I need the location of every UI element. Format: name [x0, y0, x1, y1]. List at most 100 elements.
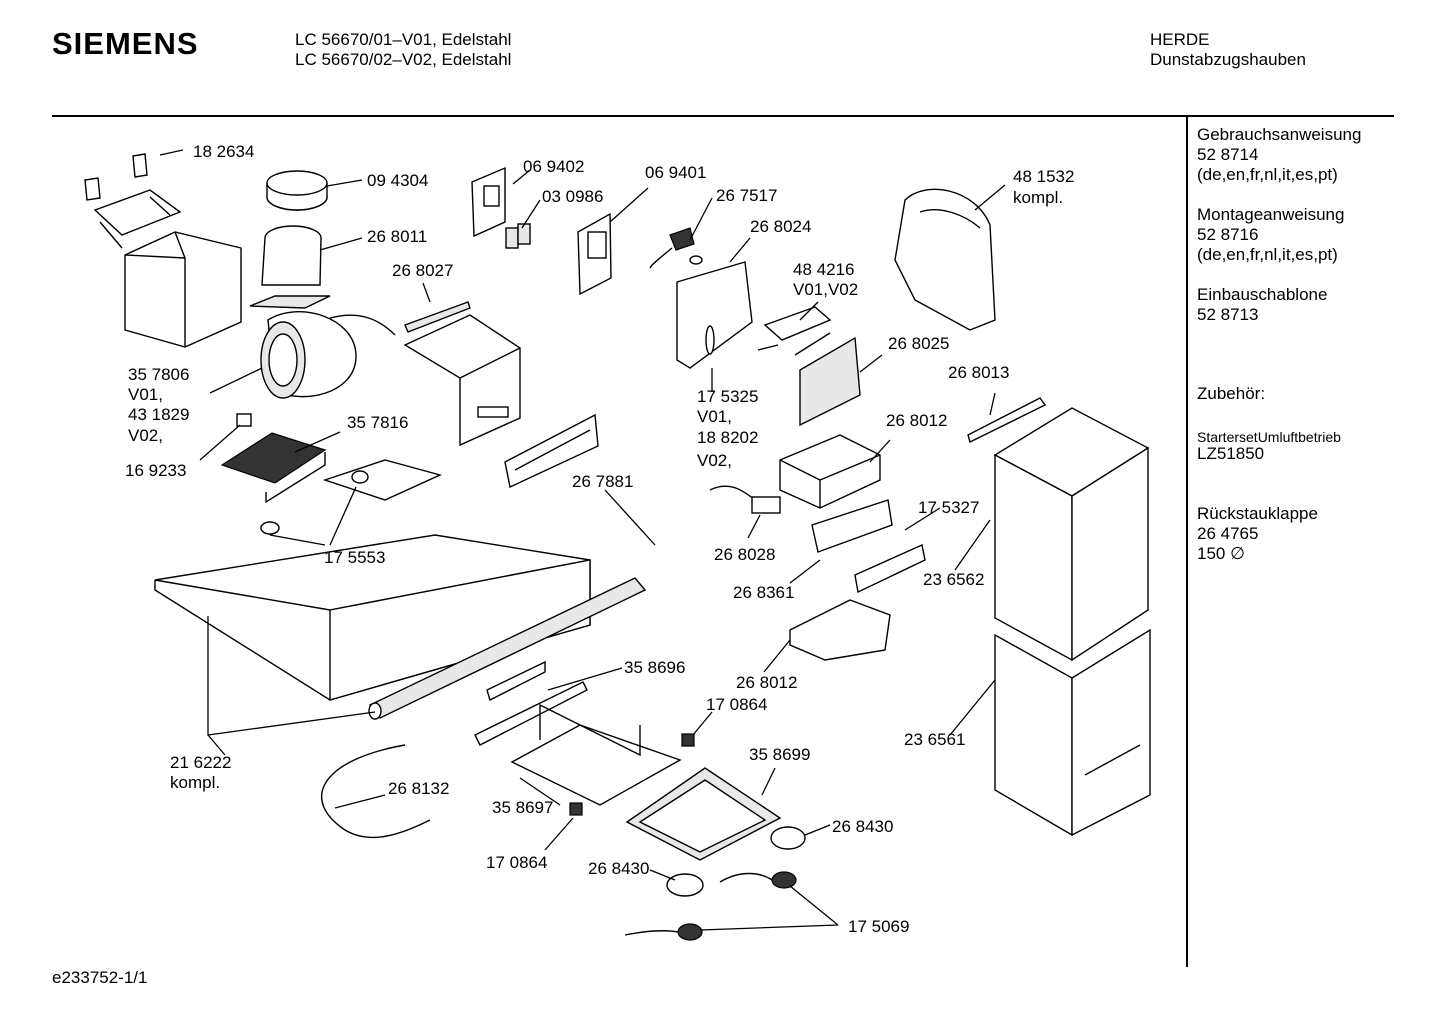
part-label: 26 8430	[832, 817, 893, 836]
brand-logo: SIEMENS	[52, 26, 199, 61]
model-line-2: LC 56670/02–V02, Edelstahl	[295, 50, 512, 69]
filter-tray-part	[625, 767, 782, 861]
part-label: kompl.	[170, 773, 220, 792]
button-panel-part	[811, 499, 926, 594]
part-label: V02,	[697, 451, 732, 470]
part-label: 48 4216	[793, 260, 854, 279]
gebrauch-number: 52 8714	[1197, 145, 1259, 164]
cable-part	[320, 744, 431, 838]
support-strip-part	[403, 301, 521, 447]
lower-chimney-part	[994, 628, 1151, 837]
part-label: 43 1829	[128, 405, 189, 424]
cable-harness-part	[709, 485, 781, 514]
clip-part-a	[681, 733, 695, 747]
frame-part	[474, 660, 682, 806]
montage-title: Montageanweisung	[1197, 205, 1345, 224]
schablone-number: 52 8713	[1197, 305, 1259, 324]
electronic-box-part	[779, 434, 881, 509]
tray-part	[789, 599, 891, 661]
part-label: 06 9402	[523, 157, 584, 176]
relay-board-part	[471, 166, 506, 238]
part-label: 17 5325	[697, 387, 758, 406]
part-label: 26 8012	[736, 673, 797, 692]
transformer-part	[757, 306, 832, 356]
part-label: 35 7816	[347, 413, 408, 432]
part-label: 26 7517	[716, 186, 777, 205]
schablone-title: Einbauschablone	[1197, 285, 1328, 304]
part-label: 26 8012	[886, 411, 947, 430]
zubehoer-title: Zubehör:	[1197, 384, 1266, 403]
doc-id: e233752-1/1	[52, 968, 148, 987]
part-label: 26 8361	[733, 583, 794, 602]
model-line-1: LC 56670/01–V01, Edelstahl	[295, 30, 512, 49]
exploded-parts-diagram: 18 2634 09 4304 26 8011 06 9402 03 0986 …	[84, 142, 1151, 941]
gebrauch-title: Gebrauchsanweisung	[1197, 125, 1362, 144]
part-label: 26 8430	[588, 859, 649, 878]
part-label: V02,	[128, 426, 163, 445]
part-label: 35 8699	[749, 745, 810, 764]
part-label: 26 8132	[388, 779, 449, 798]
upper-chimney-part	[993, 407, 1150, 662]
duct-ring-part	[266, 170, 328, 211]
part-label: V01,	[128, 385, 163, 404]
rueckstau-size: 150 ∅	[1197, 544, 1245, 563]
category: HERDE	[1150, 30, 1210, 49]
part-label: 17 0864	[486, 853, 547, 872]
part-label: 26 8028	[714, 545, 775, 564]
part-label: 26 8011	[367, 227, 427, 246]
canopy-part	[154, 459, 591, 701]
socket-panel-part	[577, 212, 612, 296]
part-label: 35 7806	[128, 365, 189, 384]
lamp-socket-part	[624, 871, 797, 941]
clip-part	[236, 413, 252, 427]
part-label: 26 7881	[572, 472, 633, 491]
part-label: 21 6222	[170, 753, 231, 772]
gebrauch-langs: (de,en,fr,nl,it,es,pt)	[1197, 165, 1338, 184]
part-label: 23 6561	[904, 730, 965, 749]
montage-langs: (de,en,fr,nl,it,es,pt)	[1197, 245, 1338, 264]
part-label: 09 4304	[367, 171, 428, 190]
relay-part	[505, 223, 531, 249]
part-label: 17 0864	[706, 695, 767, 714]
parts-bag-part	[894, 188, 996, 331]
light-tube-part	[368, 577, 647, 720]
part-label: 48 1532	[1013, 167, 1074, 186]
control-housing-part	[504, 413, 599, 489]
rueckstau-number: 26 4765	[1197, 524, 1259, 543]
part-label: 17 5327	[918, 498, 979, 517]
part-label: 18 2634	[193, 142, 254, 161]
clip-part-b	[569, 802, 583, 816]
grease-filter-part	[220, 432, 327, 504]
leader-lines	[159, 149, 1006, 931]
part-label: 17 5553	[324, 548, 385, 567]
part-label: 26 8024	[750, 217, 811, 236]
part-label: V01,	[697, 407, 732, 426]
part-label: 26 8027	[392, 261, 453, 280]
part-label: 18 8202	[697, 428, 758, 447]
starterset-number: LZ51850	[1197, 444, 1265, 463]
duct-elbow-part	[249, 225, 331, 309]
pad-part	[799, 336, 861, 427]
part-label: 03 0986	[542, 187, 603, 206]
header-divider	[52, 115, 1394, 117]
mains-plug-part	[649, 227, 695, 269]
part-label: 23 6562	[923, 570, 984, 589]
part-label: V01,V02	[793, 280, 858, 299]
part-label: 06 9401	[645, 163, 706, 182]
back-panel-part	[124, 231, 242, 348]
rueckstau-title: Rückstauklappe	[1197, 504, 1318, 523]
sidebar-divider	[1186, 117, 1188, 967]
cover-part	[676, 255, 753, 369]
subcategory: Dunstabzugshauben	[1150, 50, 1306, 69]
bar-part	[967, 397, 1047, 443]
part-label: 35 8697	[492, 798, 553, 817]
lamp-part-a	[770, 826, 806, 850]
part-label: 17 5069	[848, 917, 909, 936]
part-label: 26 8013	[948, 363, 1009, 382]
part-label: kompl.	[1013, 188, 1063, 207]
lamp-part-b	[666, 873, 704, 897]
montage-number: 52 8716	[1197, 225, 1259, 244]
part-label: 16 9233	[125, 461, 186, 480]
mounting-bracket-part	[84, 153, 182, 249]
part-labels: 18 2634 09 4304 26 8011 06 9402 03 0986 …	[125, 142, 1074, 936]
